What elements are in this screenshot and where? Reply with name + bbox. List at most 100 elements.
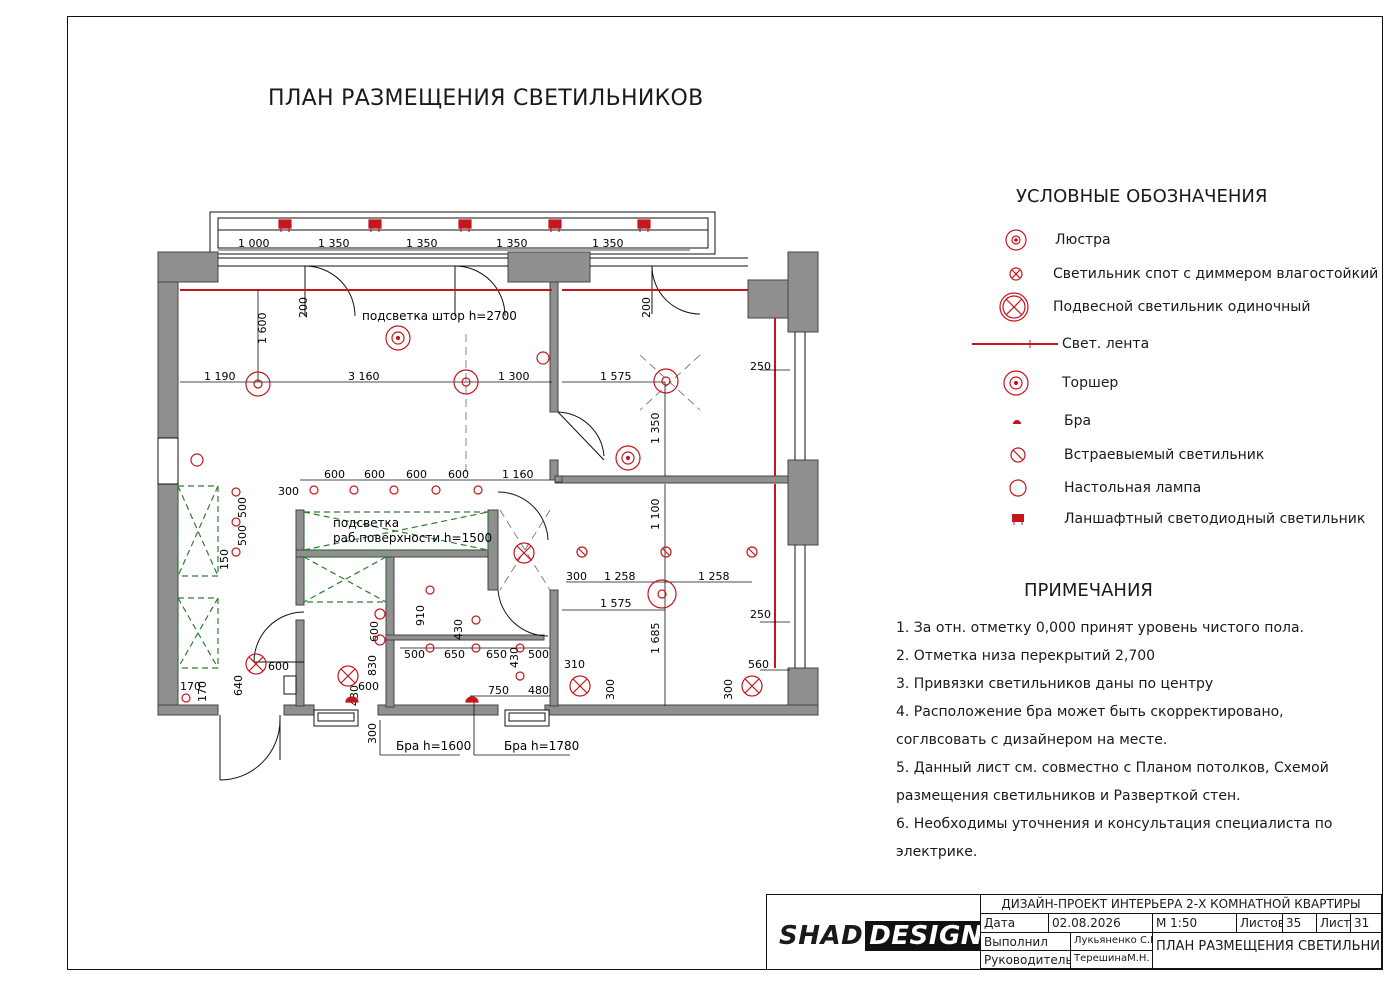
floor-lamp-icon [245, 371, 271, 397]
legend-label: Подвесной светильник одиночный [1053, 299, 1311, 315]
sconce-icon [1013, 420, 1021, 424]
spot-dimmer-icon [231, 547, 241, 557]
led-strip-icon [972, 340, 1058, 348]
dim-vertical: 1 100 [649, 499, 662, 531]
dim-vertical: 150 [218, 549, 231, 570]
dim-kitchen-1: 600 [324, 468, 345, 481]
note-line: 6. Необходимы уточнения и консультация с… [896, 816, 1333, 832]
dimension-lines [180, 249, 790, 756]
performed-name: Лукьяненко С.Ю. [1071, 933, 1153, 951]
note-line: соглвсовать с дизайнером на месте. [896, 732, 1168, 748]
date-value: 02.08.2026 [1049, 914, 1153, 933]
chandelier-icon [1005, 229, 1027, 251]
kitchen-furniture [177, 485, 489, 669]
legend: УСЛОВНЫЕ ОБОЗНАЧЕНИЯ Люстра Светильник с… [960, 180, 1380, 530]
legend-label: Бра [1064, 413, 1092, 429]
spot-dimmer-icon [389, 485, 399, 495]
dim-row-4: 1 575 [600, 370, 632, 383]
floor-lamp-icon [615, 445, 641, 471]
landscape-led-icon [1012, 514, 1024, 525]
note-line: 1. За отн. отметку 0,000 принят уровень … [896, 620, 1304, 636]
pendant-icon [245, 653, 267, 675]
dim-misc: 250 [750, 608, 771, 621]
sconce-icon [345, 696, 359, 703]
recessed-icon [746, 546, 758, 558]
spot-dimmer-icon [231, 517, 241, 527]
dim-balcony-4: 1 350 [496, 237, 528, 250]
landscape-led-icon [637, 219, 651, 232]
spot-dimmer-icon [181, 693, 191, 703]
dim-misc: 600 [268, 660, 289, 673]
legend-row: Люстра [960, 225, 1380, 255]
dim-vertical: 830 [366, 655, 379, 676]
walls [157, 251, 819, 716]
legend-row: Свет. лента [960, 329, 1380, 359]
dim-kitchen-2: 600 [364, 468, 385, 481]
floor-lamp-icon [453, 369, 479, 395]
dim-vertical: 640 [232, 675, 245, 696]
dim-vertical: 300 [604, 679, 617, 700]
legend-label: Ланшафтный светодиодный светильник [1064, 511, 1366, 527]
spot-dimmer-icon [349, 485, 359, 495]
landscape-led-icon [368, 219, 382, 232]
spot-dimmer-icon [231, 487, 241, 497]
dim-misc: 560 [748, 658, 769, 671]
sheets-count: 35 [1283, 914, 1317, 933]
legend-label: Люстра [1055, 232, 1111, 248]
dim-misc: 300 [278, 485, 299, 498]
led-strips [180, 289, 776, 668]
note-line: 4. Расположение бра может быть скорректи… [896, 704, 1284, 720]
dim-vertical: 910 [414, 605, 427, 626]
sconce-label-1: Бра h=1600 [396, 739, 471, 753]
dim-vertical: 430 [452, 619, 465, 640]
legend-row: Бра [960, 406, 1380, 436]
table-lamp-icon [1009, 479, 1027, 497]
curtain-label: подсветка штор h=2700 [362, 309, 517, 323]
date-label: Дата [981, 914, 1049, 933]
note-line: 5. Данный лист см. совместно с Планом по… [896, 760, 1329, 776]
dim-kitchen-3: 600 [406, 468, 427, 481]
dim-vertical: 430 [508, 647, 521, 668]
dim-row-3: 1 300 [498, 370, 530, 383]
recessed-icon [1010, 447, 1026, 463]
legend-row: Светильник спот с диммером влагостойкий [960, 259, 1380, 289]
dim-misc: 1 575 [600, 597, 632, 610]
dim-vertical: 300 [722, 679, 735, 700]
project-title: ДИЗАЙН-ПРОЕКТ ИНТЕРЬЕРА 2-Х КОМНАТНОЙ КВ… [981, 895, 1382, 914]
sconce-icon [465, 696, 479, 703]
recessed-icon [576, 546, 588, 558]
dim-vertical: 1 350 [649, 413, 662, 445]
dim-row-1: 1 190 [204, 370, 236, 383]
legend-title: УСЛОВНЫЕ ОБОЗНАЧЕНИЯ [1016, 186, 1268, 207]
landscape-led-icon [458, 219, 472, 232]
legend-label: Светильник спот с диммером влагостойкий [1053, 266, 1379, 282]
spot-dimmer-icon [425, 585, 435, 595]
dim-misc: 500 [528, 648, 549, 661]
dim-row-2: 3 160 [348, 370, 380, 383]
performed-label: Выполнил [981, 933, 1071, 951]
dim-vertical: 500 [236, 525, 249, 546]
table-lamp-icon [536, 351, 550, 365]
dim-vertical: 200 [640, 297, 653, 318]
dim-misc: 600 [358, 680, 379, 693]
dim-misc: 650 [444, 648, 465, 661]
notes-title: ПРИМЕЧАНИЯ [1024, 580, 1153, 601]
page-title: ПЛАН РАЗМЕЩЕНИЯ СВЕТИЛЬНИКОВ [268, 86, 704, 111]
spot-dimmer-icon [309, 485, 319, 495]
dim-balcony-1: 1 000 [238, 237, 270, 250]
chandelier-icon [385, 325, 411, 351]
dim-balcony-3: 1 350 [406, 237, 438, 250]
dim-misc: 170 [180, 680, 201, 693]
chandelier-icon [653, 368, 679, 394]
dim-misc: 480 [528, 684, 549, 697]
legend-row: Торшер [960, 368, 1380, 398]
legend-label: Встраевыемый светильник [1064, 447, 1265, 463]
balcony [209, 211, 716, 255]
pendant-icon [999, 292, 1029, 322]
recessed-icon [374, 608, 386, 620]
pendant-icon [513, 542, 535, 564]
scale: М 1:50 [1153, 914, 1237, 933]
spot-dimmer-icon [471, 615, 481, 625]
